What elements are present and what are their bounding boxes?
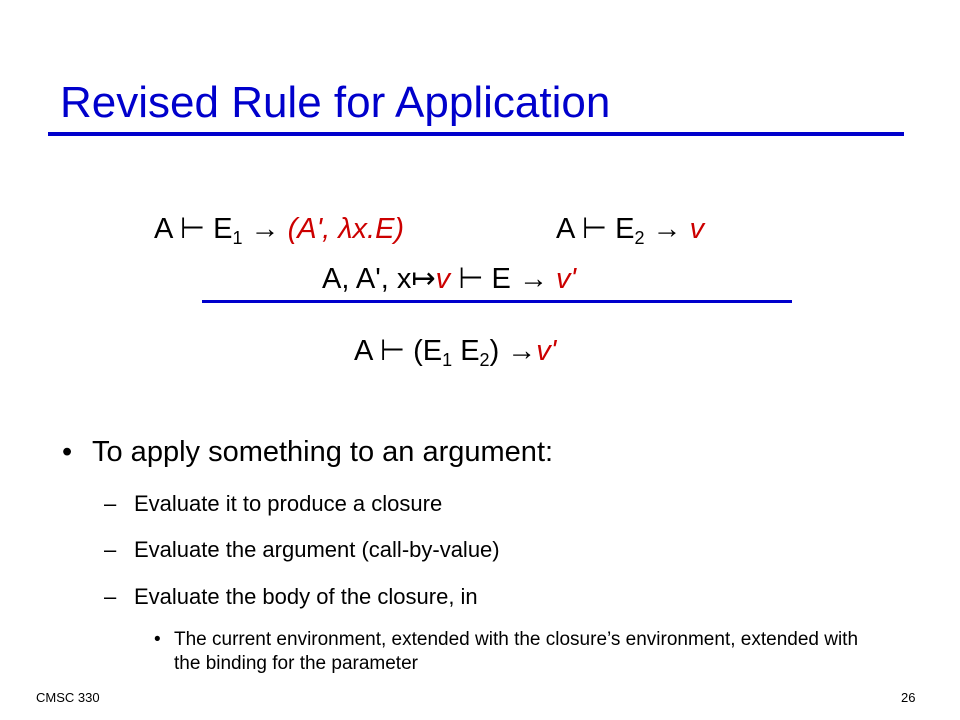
footer-course: CMSC 330	[36, 690, 100, 705]
premise-2: A ⊢ E2 → v	[556, 212, 704, 255]
mapsto-symbol: ↦	[411, 263, 436, 295]
conclusion-lhs: A ⊢ (E	[354, 335, 443, 367]
dash-marker: –	[104, 537, 117, 562]
premise-1: A ⊢ E1 → (A', λx.E)	[154, 212, 404, 255]
premise-3-env: A, A', x	[322, 263, 412, 295]
conclusion-subscript-2: 2	[479, 350, 490, 370]
premise-1-lhs: A ⊢ E	[154, 213, 233, 245]
premise-2-arrow: →	[644, 213, 690, 245]
slide-title: Revised Rule for Application	[60, 78, 611, 127]
premise-2-lhs: A ⊢ E	[556, 213, 635, 245]
subbullet-3: Evaluate the body of the closure, in	[134, 584, 478, 609]
premise-1-arrow: →	[242, 213, 288, 245]
conclusion-result: v'	[536, 335, 557, 367]
subbullet-1: Evaluate it to produce a closure	[134, 491, 443, 516]
inference-rule-line	[202, 300, 792, 303]
premise-3-judgment: ⊢ E →	[450, 263, 557, 295]
dash-marker: –	[104, 584, 117, 609]
premise-3-result: v'	[556, 263, 577, 295]
conclusion-middle: E	[452, 335, 480, 367]
footer-page-number: 26	[901, 690, 916, 705]
conclusion-subscript-1: 1	[442, 350, 453, 370]
subbullet-2: Evaluate the argument (call-by-value)	[134, 537, 500, 562]
premise-3-bound-value: v	[435, 263, 451, 295]
dash-marker: –	[104, 491, 117, 516]
premise-2-value: v	[689, 213, 705, 245]
conclusion-arrow: ) →	[489, 335, 537, 367]
sub-subbullet-marker: •	[154, 629, 161, 650]
conclusion: A ⊢ (E1 E2) →v'	[354, 334, 556, 377]
premise-2-subscript: 2	[634, 228, 645, 248]
title-underline	[48, 132, 904, 136]
premise-3: A, A', x↦v ⊢ E → v'	[322, 262, 576, 296]
bullet-1: To apply something to an argument:	[92, 436, 554, 468]
premise-1-closure: (A', λx.E)	[287, 213, 405, 245]
sub-subbullet-1: The current environment, extended with t…	[174, 629, 859, 674]
premise-1-subscript: 1	[232, 228, 243, 248]
bullet-1-marker: •	[62, 436, 73, 468]
